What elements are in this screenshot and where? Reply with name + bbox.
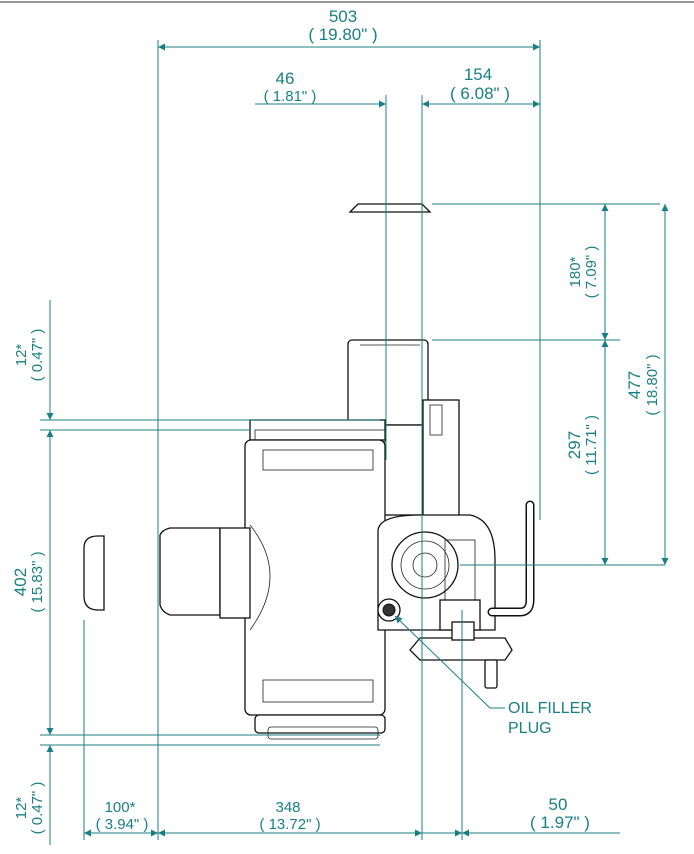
dim-offset-right-in: ( 6.08" ) (450, 84, 510, 103)
dim-top-clearance-in: ( 7.09" ) (583, 246, 600, 299)
dim-upper-height-in: ( 11.71" ) (583, 415, 600, 475)
dim-bottom-gap-in: ( 0.47" ) (29, 782, 46, 835)
dim-offset-left-mm: 46 (276, 69, 295, 88)
dim-top-clearance-mm: 180* (567, 256, 584, 287)
dim-left-clearance-mm: 100* (105, 799, 136, 816)
dim-handwheel-offset-mm: 50 (549, 795, 568, 814)
dim-overall-width-in: ( 19.80" ) (308, 25, 377, 44)
dim-top-gap-in: ( 0.47" ) (29, 329, 46, 382)
dim-overall-width-mm: 503 (329, 7, 357, 26)
actuator-outline (83, 203, 535, 740)
extension-lines (40, 40, 665, 840)
dim-upper-height-mm: 297 (565, 431, 584, 459)
dim-overall-height-in: ( 18.80" ) (644, 354, 661, 415)
dimension-labels: 503 ( 19.80" ) 46 ( 1.81" ) 154 ( 6.08" … (11, 7, 661, 834)
dimension-lines (46, 43, 669, 845)
dim-handwheel-offset-in: ( 1.97" ) (530, 813, 590, 832)
dim-body-height-mm: 402 (11, 568, 30, 596)
dim-offset-left-in: ( 1.81" ) (264, 88, 317, 105)
dim-body-width-mm: 348 (275, 799, 300, 816)
dim-overall-height-mm: 477 (625, 371, 644, 399)
dim-offset-right-mm: 154 (464, 65, 492, 84)
dim-body-height-in: ( 15.83" ) (29, 551, 46, 612)
dim-left-clearance-in: ( 3.94" ) (96, 816, 149, 833)
oil-filler-label-line2: PLUG (508, 720, 552, 737)
dim-top-gap-mm: 12* (13, 344, 30, 367)
oil-filler-label-line1: OIL FILLER (508, 700, 592, 717)
dim-body-width-in: ( 13.72" ) (259, 816, 320, 833)
dim-bottom-gap-mm: 12* (13, 797, 30, 820)
